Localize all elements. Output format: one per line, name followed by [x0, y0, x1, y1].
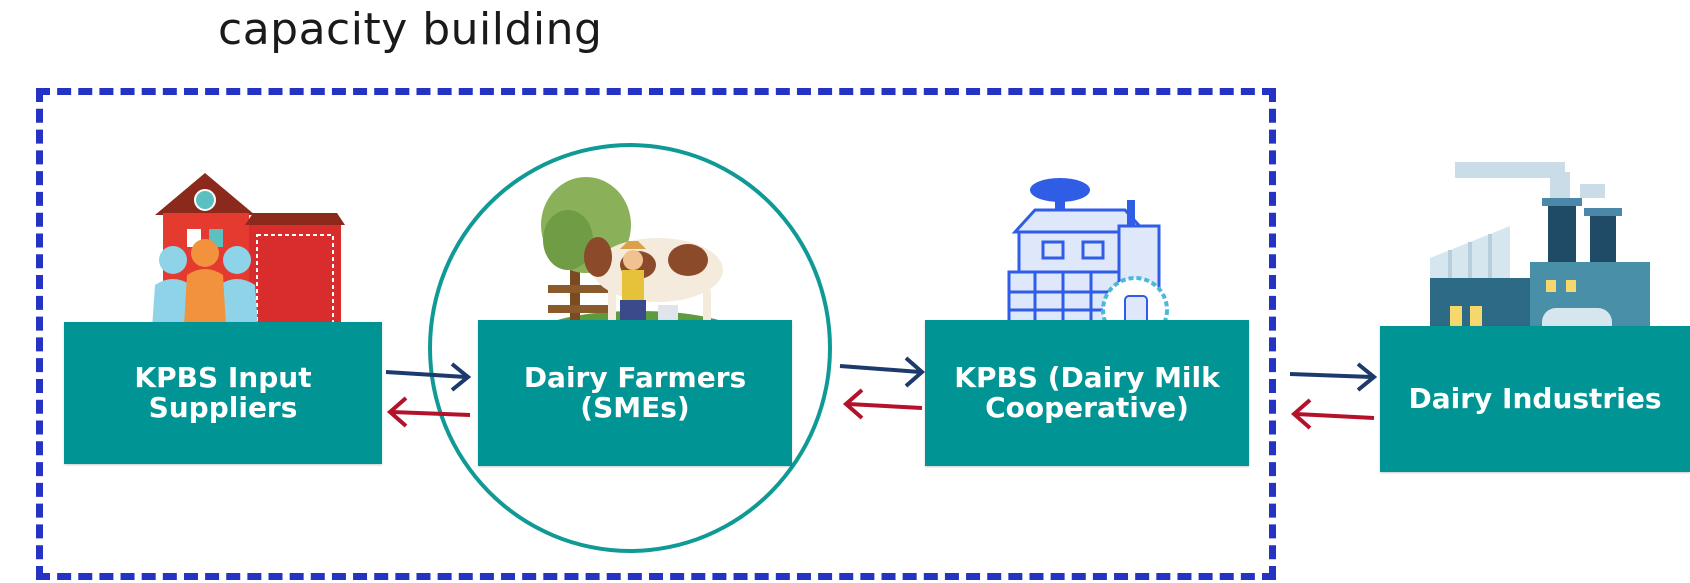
arrow-back-3 [1290, 398, 1375, 430]
arrow-forward-1 [385, 362, 472, 392]
focus-circle [428, 143, 832, 553]
node-label: KPBS Input Suppliers [134, 361, 312, 424]
arrow-forward-3 [1289, 362, 1378, 392]
arrow-back-1 [386, 396, 471, 428]
capacity-building-boundary [36, 88, 1276, 580]
arrow-forward-2 [839, 356, 926, 388]
node-label: KPBS (Dairy Milk Cooperative) [954, 361, 1220, 424]
barn-icon [151, 173, 345, 343]
arrow-back-2 [842, 388, 923, 420]
node-dairy-farmers: Dairy Farmers (SMEs) [478, 320, 792, 466]
node-kpbs-input-suppliers: KPBS Input Suppliers [64, 322, 382, 464]
diagram-title: capacity building [218, 4, 603, 55]
node-label: Dairy Industries [1408, 382, 1662, 415]
node-kpbs-cooperative: KPBS (Dairy Milk Cooperative) [925, 320, 1249, 466]
node-dairy-industries: Dairy Industries [1380, 326, 1690, 472]
node-label: Dairy Farmers (SMEs) [523, 361, 747, 424]
